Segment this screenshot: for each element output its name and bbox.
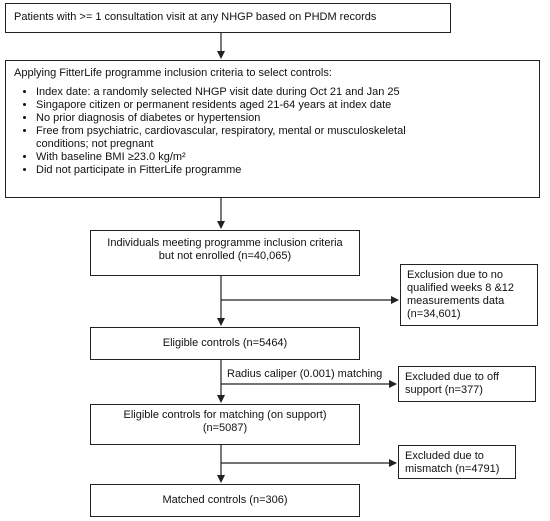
criteria-item: Singapore citizen or permanent residents… xyxy=(36,99,531,112)
box-excluded-off-support-text: Excluded due to off support (n=377) xyxy=(405,371,499,396)
box-matched-controls: Matched controls (n=306) xyxy=(90,484,360,517)
criteria-title: Applying FitterLife programme inclusion … xyxy=(14,67,332,79)
criteria-item: Free from psychiatric, cardiovascular, r… xyxy=(36,125,416,151)
box-inclusion-criteria: Applying FitterLife programme inclusion … xyxy=(5,60,540,198)
box-meeting-criteria: Individuals meeting programme inclusion … xyxy=(90,230,360,276)
box-patients-consultation: Patients with >= 1 consultation visit at… xyxy=(5,3,451,33)
box-excluded-mismatch-text: Excluded due to mismatch (n=4791) xyxy=(405,450,500,475)
box-exclusion-measurements: Exclusion due to no qualified weeks 8 &1… xyxy=(400,264,538,326)
box-eligible-controls-text: Eligible controls (n=5464) xyxy=(162,337,288,349)
matching-label: Radius caliper (0.001) matching xyxy=(227,368,383,380)
box-eligible-controls: Eligible controls (n=5464) xyxy=(90,327,360,360)
box-matched-controls-text: Matched controls (n=306) xyxy=(162,494,288,506)
box-excluded-off-support: Excluded due to off support (n=377) xyxy=(398,366,536,402)
criteria-list: Index date: a randomly selected NHGP vis… xyxy=(14,86,531,177)
box-on-support-text: Eligible controls for matching (on suppo… xyxy=(123,409,327,434)
criteria-item: Did not participate in FitterLife progra… xyxy=(36,164,531,177)
box-meeting-criteria-text: Individuals meeting programme inclusion … xyxy=(107,237,343,262)
criteria-item: No prior diagnosis of diabetes or hypert… xyxy=(36,112,531,125)
box-excluded-mismatch: Excluded due to mismatch (n=4791) xyxy=(398,445,516,479)
box-exclusion-measurements-text: Exclusion due to no qualified weeks 8 &1… xyxy=(407,269,515,320)
box-on-support: Eligible controls for matching (on suppo… xyxy=(90,404,360,445)
criteria-item: Index date: a randomly selected NHGP vis… xyxy=(36,86,531,99)
box-patients-consultation-text: Patients with >= 1 consultation visit at… xyxy=(14,11,377,23)
criteria-item: With baseline BMI ≥23.0 kg/m² xyxy=(36,151,531,164)
